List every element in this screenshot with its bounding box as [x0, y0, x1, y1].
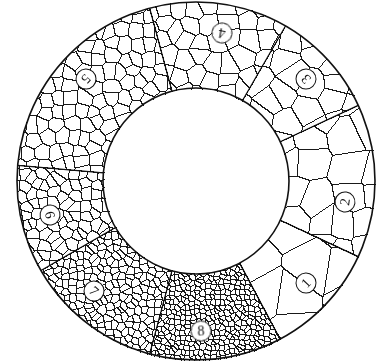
grain-structure-ring: [0, 0, 388, 362]
grain-ring-figure: 12345678: [0, 0, 388, 362]
